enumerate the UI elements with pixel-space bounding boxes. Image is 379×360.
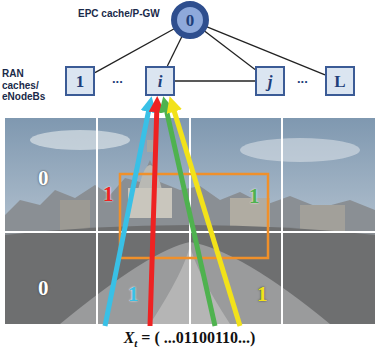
tile-bit: 1 — [249, 186, 260, 207]
node-label: j — [268, 73, 273, 90]
tile-bit: 1 — [257, 284, 268, 305]
epc-cache-node: 0 — [173, 3, 207, 37]
request-arrow — [172, 104, 240, 326]
ran-cache-node: L — [325, 66, 355, 96]
tier-label: RAN caches/ eNodeBs — [2, 68, 62, 103]
network-link — [167, 35, 182, 66]
ellipsis: ... — [112, 72, 123, 87]
state-vector: X — [124, 329, 135, 346]
request-arrow — [150, 104, 157, 326]
tile-bit: 0 — [38, 278, 49, 299]
state-vector-row: Xt = ( ...01100110...) — [0, 329, 379, 349]
node-label: L — [334, 73, 345, 90]
tile-bit: 1 — [103, 184, 114, 205]
node-label: 1 — [76, 73, 85, 90]
node-label: 0 — [186, 12, 195, 29]
tile-bit: 1 — [128, 284, 139, 305]
tier-label: EPC cache/P-GW — [78, 8, 170, 20]
ellipsis: ... — [297, 72, 308, 87]
state-vector: = ( ...01100110...) — [141, 329, 255, 346]
viewport-box — [120, 174, 268, 258]
request-arrow — [105, 104, 150, 326]
node-label: i — [158, 73, 163, 90]
ran-cache-node: 1 — [65, 66, 95, 96]
tile-bit: 0 — [38, 168, 49, 189]
state-vector: t — [134, 337, 137, 349]
network-link — [175, 80, 255, 81]
ran-cache-node: i — [145, 66, 175, 96]
ran-cache-node: j — [255, 66, 285, 96]
